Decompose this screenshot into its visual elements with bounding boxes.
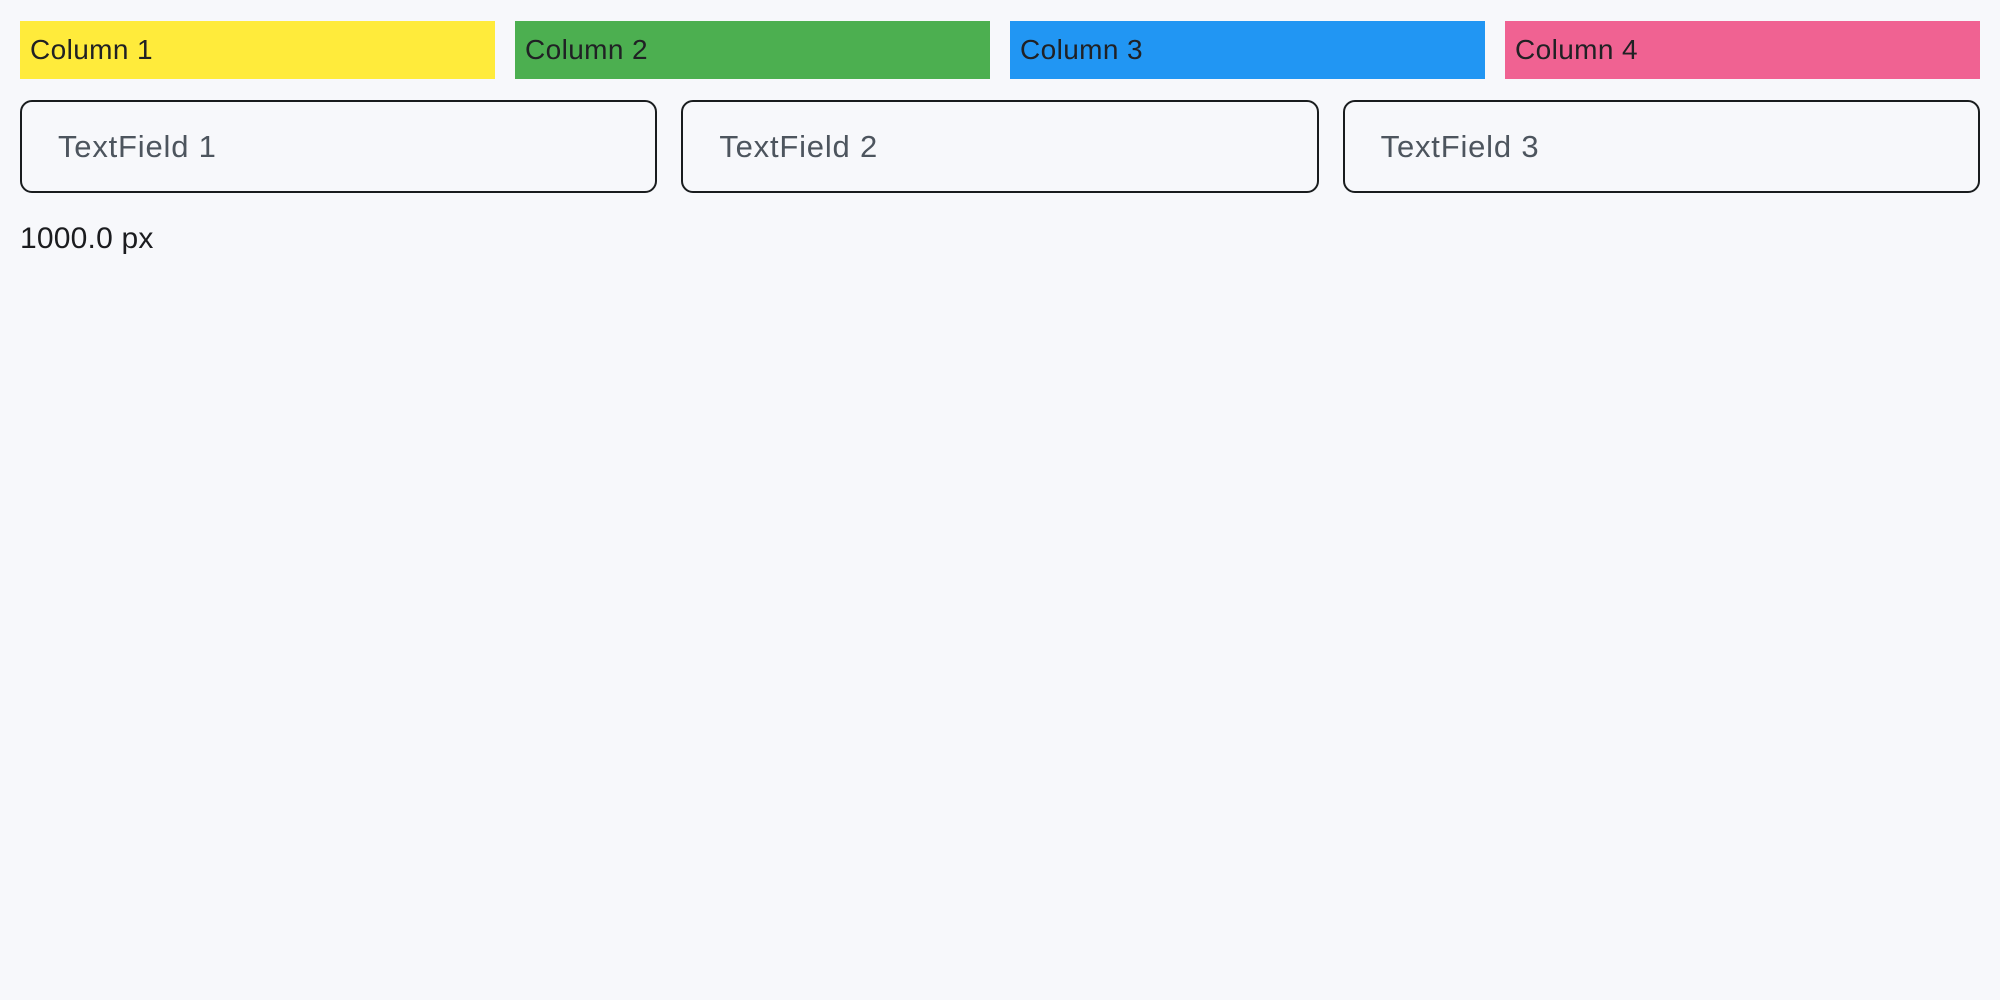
column-block-1: Column 1 <box>20 21 495 79</box>
columns-row: Column 1 Column 2 Column 3 Column 4 <box>20 21 1980 79</box>
textfields-row <box>20 100 1980 193</box>
column-3-label: Column 3 <box>1020 34 1144 65</box>
width-readout: 1000.0 px <box>20 222 154 255</box>
textfield-2[interactable] <box>681 100 1319 193</box>
column-block-2: Column 2 <box>515 21 990 79</box>
column-block-3: Column 3 <box>1010 21 1485 79</box>
column-1-label: Column 1 <box>30 34 154 65</box>
column-4-label: Column 4 <box>1515 34 1639 65</box>
column-2-label: Column 2 <box>525 34 649 65</box>
column-block-4: Column 4 <box>1505 21 1980 79</box>
textfield-3[interactable] <box>1342 100 1980 193</box>
textfield-1[interactable] <box>20 100 658 193</box>
